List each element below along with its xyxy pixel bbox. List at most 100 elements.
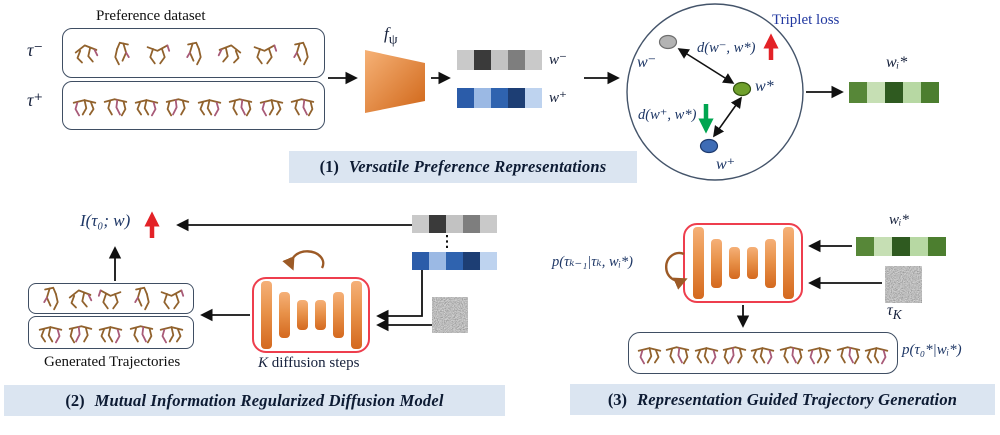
self-loop-arrow-icon-2 (664, 251, 688, 290)
trajectory-figure (135, 99, 159, 117)
tau-K-base: τ (887, 302, 893, 319)
unet-bar (764, 238, 776, 288)
vector-cell (463, 215, 480, 233)
unet-bar (296, 300, 308, 330)
trajectory-figure (147, 44, 171, 64)
diffusion-unet-2 (683, 223, 803, 303)
vector-cell (446, 215, 463, 233)
distance-line-w-plus (713, 96, 742, 138)
vector-cell (885, 82, 903, 103)
unet-bar (332, 292, 344, 338)
trajectory-figure (160, 326, 184, 344)
vector-cell (903, 82, 921, 103)
panel2-title-text: Mutual Information Regularized Diffusion… (94, 390, 444, 410)
distance-w-minus-label: d(w⁻, w*) (697, 40, 756, 56)
vector-cell (429, 215, 446, 233)
trajectory-figure (68, 325, 93, 344)
trajectory-figure (637, 346, 661, 364)
vector-cell (457, 88, 474, 108)
trajectory-figure (166, 98, 190, 117)
vector-cell (457, 50, 474, 70)
w-minus-vector-2 (412, 215, 497, 233)
vector-cell (474, 88, 491, 108)
trajectory-box-tau-minus (62, 28, 325, 78)
distance-w-plus-label: d(w⁺, w*) (638, 107, 697, 123)
trajectory-figure (665, 345, 690, 364)
tau-K-label: τK (887, 302, 902, 323)
w-minus-vector-label: w⁻ (549, 52, 567, 68)
trajectory-figure (68, 289, 93, 309)
posterior-label: p(τₖ₋₁|τₖ, wᵢ*) (552, 254, 634, 270)
trajectory-figure (694, 346, 718, 364)
arrow-vector-to-unet1 (376, 270, 423, 323)
w-plus-vector-2 (412, 252, 497, 270)
vector-cell (508, 50, 525, 70)
w-plus-vector (457, 88, 542, 108)
unet-bar (692, 227, 704, 299)
trajectory-figure (72, 99, 97, 117)
vector-cell (508, 88, 525, 108)
encoder-trapezoid (365, 50, 425, 113)
generated-trajectories-box-2 (28, 316, 194, 349)
w-minus-dot-icon (658, 34, 678, 50)
generated-trajectories-label: Generated Trajectories (44, 354, 181, 370)
panel3-title-number: (3) (607, 389, 628, 409)
trajectory-figure (197, 99, 221, 117)
encoder-sub: ψ (388, 31, 398, 48)
unet-bar (746, 247, 758, 279)
unet-bar (728, 247, 740, 279)
tau-plus-label: τ⁺ (27, 90, 43, 110)
w-i-star-vector-3 (856, 237, 946, 256)
trajectory-figure (98, 289, 122, 310)
panel3-title: (3) Representation Guided Trajectory Gen… (570, 384, 995, 415)
vector-cell (491, 50, 508, 70)
unet-bar (350, 281, 362, 349)
circle-w-minus-label: w⁻ (637, 54, 657, 71)
output-distribution-label: p(τ₀*|wᵢ*) (902, 342, 962, 358)
vector-cell (491, 88, 508, 108)
triplet-loss-label: Triplet loss (772, 12, 840, 28)
panel1-title-text: Versatile Preference Representations (348, 157, 607, 176)
panel3-title-text: Representation Guided Trajectory Generat… (637, 389, 958, 409)
trajectory-box-tau-plus (62, 81, 325, 130)
vector-cell (480, 252, 497, 270)
encoder-base: f (384, 24, 389, 43)
vector-cell (867, 82, 885, 103)
noise-image-input (431, 296, 469, 334)
vector-cell (874, 237, 892, 256)
trajectory-figure (42, 286, 59, 311)
vector-cell (525, 50, 542, 70)
unet-bar (314, 300, 326, 330)
panel1-title-number: (1) (319, 157, 339, 176)
circle-w-plus-label: w⁺ (716, 156, 736, 173)
unet-bar (278, 292, 290, 338)
encoder-label: fψ (384, 24, 398, 48)
noise-image-tau-K (884, 265, 923, 304)
w-minus-vector (457, 50, 542, 70)
trajectory-figure (228, 98, 252, 117)
generated-trajectories-box-3 (628, 332, 898, 374)
trajectory-figure (103, 98, 128, 117)
vector-cell (892, 237, 910, 256)
k-diffusion-steps-label: K diffusion steps (258, 355, 359, 372)
unet-bar (782, 227, 794, 299)
vector-cell (412, 215, 429, 233)
trajectory-figure (808, 346, 832, 364)
trajectory-figure (186, 41, 202, 65)
vector-cell (921, 82, 939, 103)
w-star-dot-icon (732, 81, 752, 97)
k-steps-italic: K (258, 355, 269, 371)
trajectory-figure (217, 44, 241, 63)
trajectory-figure (290, 98, 315, 117)
trajectory-figure (865, 346, 889, 364)
vector-cell (856, 237, 874, 256)
trajectory-figure (292, 41, 309, 65)
unet-bar (710, 238, 722, 288)
preference-dataset-label: Preference dataset (96, 8, 206, 24)
self-loop-arrow-icon-1 (282, 250, 325, 271)
generated-trajectories-box-1 (28, 283, 194, 314)
trajectory-figure (722, 345, 747, 364)
tau-K-sub: K (892, 307, 902, 323)
panel2-title-number: (2) (65, 390, 85, 410)
